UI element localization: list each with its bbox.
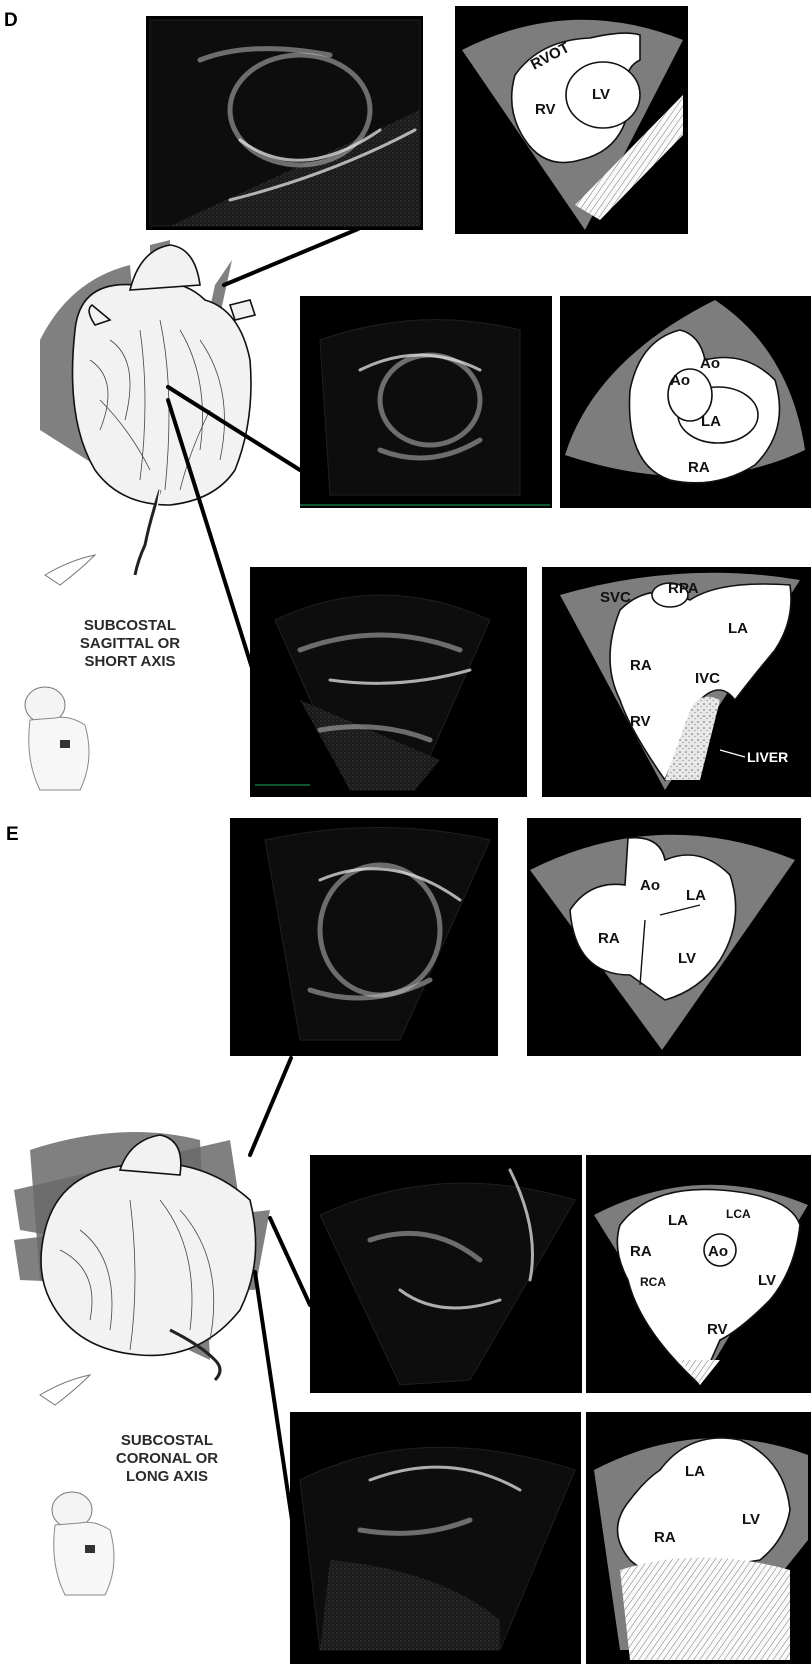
e3-label-la: LA	[685, 1463, 705, 1480]
e1-label-la: LA	[686, 887, 706, 904]
e2-label-lca: LCA	[726, 1207, 751, 1221]
e1-label-ra: RA	[598, 930, 620, 947]
e-infant-illustration	[52, 1492, 114, 1595]
d-heart-illustration	[40, 240, 255, 585]
e2-diagram: LA LCA RA Ao RCA LV RV	[586, 1155, 811, 1393]
e3-diagram: LA RA LV	[586, 1412, 811, 1664]
e1-diagram: Ao LA RA LV	[527, 818, 801, 1056]
d3-diagram: SVC RPA LA RA IVC RV LIVER	[542, 567, 811, 797]
e-pointer-1	[250, 1058, 291, 1155]
e-heart-illustration	[14, 1132, 270, 1405]
e-pointer-3	[255, 1272, 292, 1520]
e2-label-ra: RA	[630, 1243, 652, 1260]
e-caption-line-1: SUBCOSTAL	[121, 1432, 213, 1449]
d3-label-liver: LIVER	[747, 749, 788, 765]
d-caption-line-1: SUBCOSTAL	[84, 617, 176, 634]
d2-label-ao-2: Ao	[700, 355, 720, 372]
e2-label-ao: Ao	[708, 1243, 728, 1260]
d2-label-la: LA	[701, 413, 721, 430]
d1-label-rv: RV	[535, 101, 556, 118]
panel-letter-e: E	[6, 824, 19, 845]
e2-label-rv: RV	[707, 1321, 728, 1338]
e2-label-la: LA	[668, 1212, 688, 1229]
e3-label-ra: RA	[654, 1529, 676, 1546]
d3-echo-image	[250, 567, 527, 797]
d3-label-ra: RA	[630, 657, 652, 674]
d2-label-ao-1: Ao	[670, 372, 690, 389]
d2-label-ra: RA	[688, 459, 710, 476]
e3-echo-image	[290, 1412, 581, 1664]
e1-label-lv: LV	[678, 950, 696, 967]
panel-letter-d: D	[4, 10, 18, 31]
d1-label-lv: LV	[592, 86, 610, 103]
d-pointer-1	[224, 229, 358, 285]
d3-label-rpa: RPA	[668, 580, 699, 597]
d-caption-line-2: SAGITTAL OR	[80, 635, 180, 652]
d-infant-illustration	[25, 687, 89, 790]
e3-label-lv: LV	[742, 1511, 760, 1528]
e2-echo-image	[310, 1155, 582, 1393]
d3-label-la: LA	[728, 620, 748, 637]
d1-echo-image	[146, 16, 423, 230]
d2-echo-image	[300, 296, 552, 508]
d-caption-line-3: SHORT AXIS	[84, 653, 175, 670]
e-caption-line-3: LONG AXIS	[126, 1468, 208, 1485]
e-pointer-2	[270, 1218, 310, 1305]
d2-diagram: Ao Ao LA RA	[560, 296, 811, 508]
e1-echo-image	[230, 818, 498, 1056]
d3-label-rv: RV	[630, 713, 651, 730]
e2-label-lv: LV	[758, 1272, 776, 1289]
e1-label-ao: Ao	[640, 877, 660, 894]
d3-label-svc: SVC	[600, 589, 631, 606]
d1-diagram: RVOT RV LV	[455, 6, 688, 234]
d3-label-ivc: IVC	[695, 670, 720, 687]
e-caption-line-2: CORONAL OR	[116, 1450, 218, 1467]
e2-label-rca: RCA	[640, 1275, 666, 1289]
